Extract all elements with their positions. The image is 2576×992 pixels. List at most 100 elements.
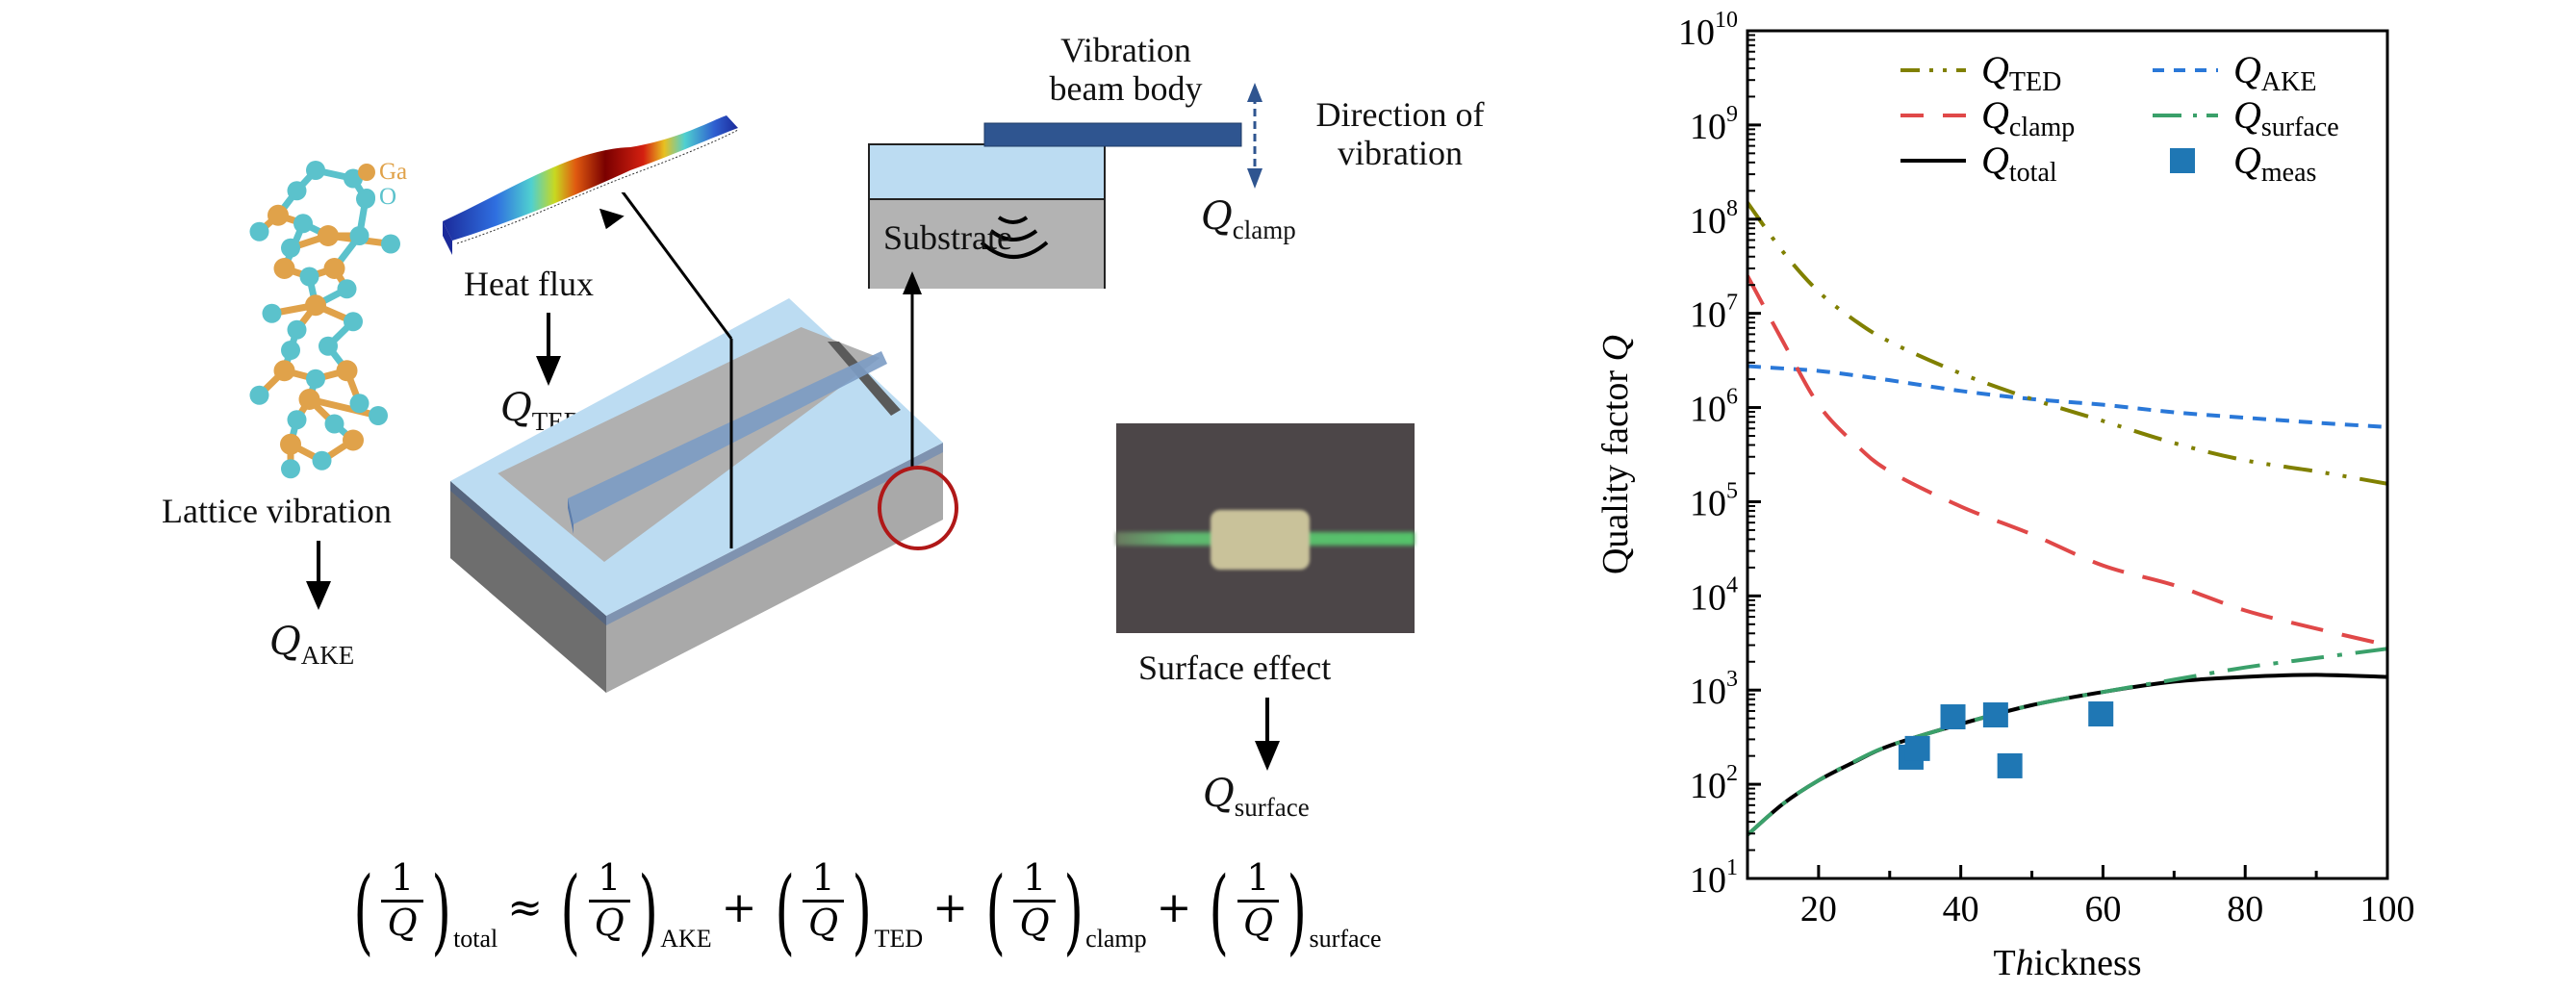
down-arrow-icon [1247,168,1262,189]
numerator: 1 [390,855,415,899]
ga-atom-icon [358,164,375,181]
ga-atom [273,360,295,382]
y-tick-label: 103 [1690,667,1738,712]
measured-point [1997,752,2023,778]
o-atom [281,238,300,258]
y-tick-label: 109 [1690,102,1738,147]
o-atom [349,394,370,414]
y-tick-label: 101 [1690,855,1738,901]
heat-flux-beam-image [443,115,739,255]
denominator: Q [588,899,630,945]
legend-label-ake: QAKE [2233,48,2316,97]
beam-body-label: Vibration beam body [1030,31,1222,108]
clamp-inset-diagram [868,83,1262,289]
series-line-ake [1747,364,2387,429]
subscript: total [453,925,498,954]
device-schematic [450,192,958,693]
x-tick-label: 100 [2360,889,2415,929]
o-atom [306,369,325,389]
surface-micrograph-image [1116,423,1415,633]
subscript: AKE [660,925,712,954]
numerator: 1 [598,855,622,899]
heat-flux-caption: Heat flux [464,265,594,303]
denominator: Q [381,899,423,945]
legend-item-ted: QTED [1900,48,2061,97]
measured-point [1904,735,1930,761]
legend-label-ted: QTED [1981,48,2061,97]
up-arrow-icon [599,208,625,230]
surface-effect-caption: Surface effect [1138,649,1332,687]
o-atom [262,303,282,323]
o-atom [293,214,313,234]
legend-label-total: Qtotal [1981,139,2057,188]
ga-atom [343,429,364,451]
x-tick-label: 40 [1943,889,1979,929]
subscript: surface [1309,925,1382,954]
q-ake-label: QAKE [269,620,355,670]
atom-legend-ga: Ga [358,159,408,185]
denominator: Q [802,899,845,945]
o-atom [306,161,325,180]
direction-line2: vibration [1338,133,1463,172]
o-atom [319,336,338,356]
substrate-label: Substrate [883,218,1012,257]
legend-marker-square [2170,148,2195,173]
lattice-structure-image [249,161,400,479]
plus-symbol: + [1156,882,1192,932]
o-atom [312,450,332,471]
up-arrow-icon [1247,83,1262,102]
atom-legend: Ga O [358,159,408,211]
down-arrow-icon [536,313,561,386]
denominator: Q [1013,899,1056,945]
o-atom [299,267,319,287]
x-tick-label: 80 [2227,889,2263,929]
o-label: O [379,184,397,211]
beam-label-line2: beam body [1049,68,1203,108]
q-surface-label: Qsurface [1203,772,1310,822]
y-tick-label: 107 [1690,291,1738,336]
beam-label-line1: Vibration [1060,31,1191,69]
direction-line1: Direction of [1315,95,1485,134]
ga-atom [318,225,339,246]
o-atom [287,181,307,201]
legend-item-total: Qtotal [1900,139,2057,188]
ga-atom [305,294,326,317]
o-atom [349,226,370,245]
o-atom [381,234,400,254]
numerator: 1 [1022,855,1047,899]
y-tick-label: 106 [1690,385,1738,430]
plot-frame [1746,29,2389,880]
down-arrow-icon [306,541,331,610]
legend-item-clamp: Qclamp [1900,93,2075,142]
x-tick-label: 60 [2084,889,2121,929]
q-clamp-label: Qclamp [1201,194,1296,244]
direction-label: Direction of vibration [1280,95,1520,172]
series-line-ted [1747,201,2387,486]
numerator: 1 [811,855,835,899]
oxide-layer [868,143,1106,200]
o-atom [249,385,269,405]
lattice-bond [306,395,382,420]
ga-atom [280,433,301,455]
o-atom-icon [358,189,375,207]
series-line-clamp [1747,274,2387,648]
ga-atom [268,204,289,226]
numerator: 1 [1246,855,1270,899]
o-atom [287,319,307,340]
o-atom [344,312,363,332]
up-arrow-icon [903,271,922,294]
ga-label: Ga [379,159,408,185]
suspended-beam [568,351,887,524]
o-atom [324,414,344,434]
subscript: clamp [1085,925,1147,954]
measured-point [1940,704,1966,730]
o-atom [287,410,307,430]
plot-area [1747,201,2387,837]
beam-body [983,122,1242,147]
legend-item-surface: Qsurface [2153,93,2339,142]
wave-icon [997,216,1029,224]
